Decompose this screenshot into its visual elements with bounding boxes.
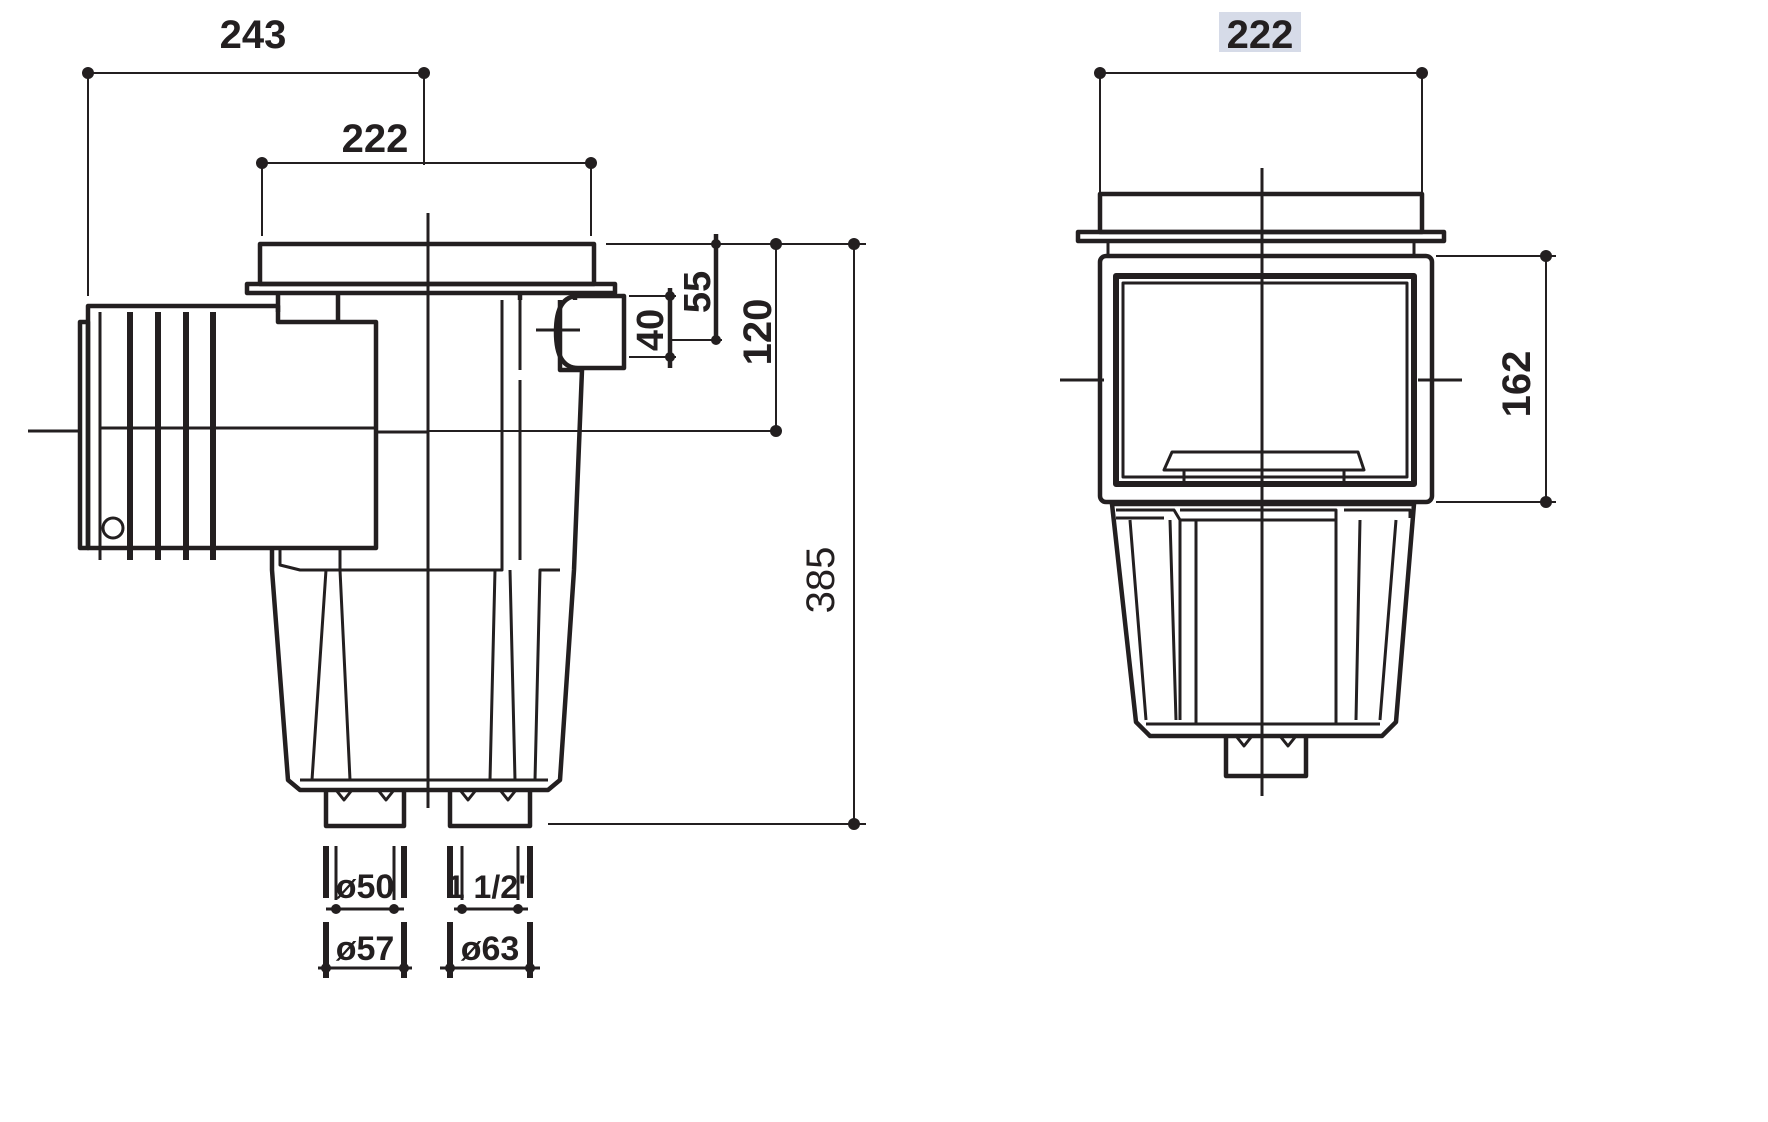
equalizer-inlet <box>536 293 627 371</box>
dim-label-222-front: 222 <box>1227 13 1294 57</box>
dim-label-highlight <box>1219 12 1301 52</box>
dim-front-opening-height: 162 <box>1436 250 1556 508</box>
dim-label-o57: ø57 <box>336 930 395 968</box>
dim-label-243: 243 <box>220 13 287 57</box>
dim-rim-to-inlet: 55 <box>606 234 722 345</box>
outlet-left-dims: ø50 ø57 <box>318 846 412 978</box>
dim-label-40: 40 <box>630 309 672 351</box>
dim-label-o50: ø50 <box>336 868 395 906</box>
outlet-right-dims: 1 1/2" ø63 <box>440 846 540 978</box>
dim-label-o63: ø63 <box>461 930 520 968</box>
front-rim <box>1075 191 1447 254</box>
skimmer-rim <box>244 241 618 296</box>
dim-label-1-1-2: 1 1/2" <box>447 869 533 905</box>
dim-label-162: 162 <box>1495 351 1539 418</box>
dim-overall-width: 243 <box>82 13 430 296</box>
dim-label-120: 120 <box>736 299 780 366</box>
skimmer-body <box>269 293 585 829</box>
skimmer-mouth <box>77 303 428 560</box>
dim-inlet-diameter: 40 <box>629 288 676 368</box>
dim-mouth-width: 222 <box>256 117 597 236</box>
dim-label-55: 55 <box>677 271 719 313</box>
front-frame <box>1097 253 1435 505</box>
dim-inlet-to-axis: 120 <box>722 238 786 437</box>
dim-label-222-side: 222 <box>342 117 409 161</box>
mouth-screw-icon <box>101 516 125 540</box>
dim-overall-height: 385 <box>548 238 866 830</box>
dim-front-width: 222 <box>1094 12 1428 194</box>
dim-label-385: 385 <box>799 547 843 614</box>
side-view: 243 222 <box>28 13 866 978</box>
front-view: 222 <box>1060 12 1556 796</box>
